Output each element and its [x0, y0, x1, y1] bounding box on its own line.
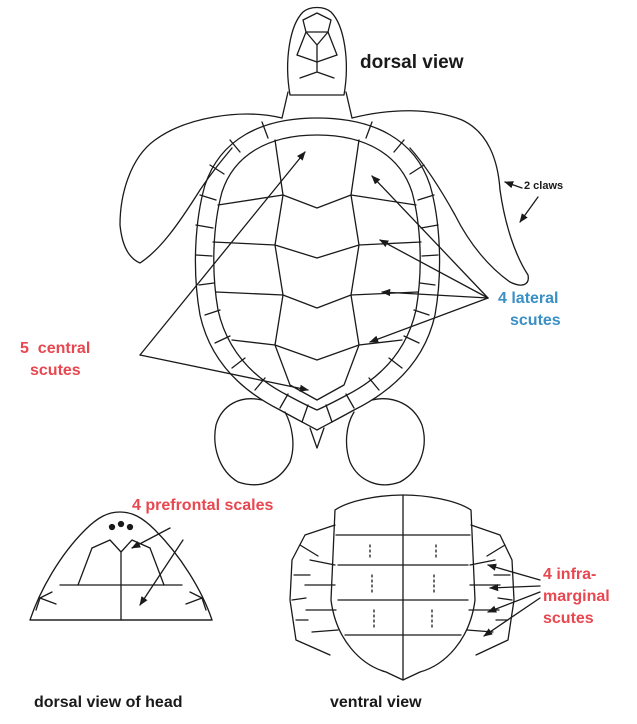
claws-label: 2 claws: [524, 180, 563, 193]
dorsal-view-label: dorsal view: [360, 52, 464, 74]
inframarginal-label-line1: 4 infra-: [543, 566, 596, 584]
ventral-diagram: [290, 495, 514, 680]
ventral-view-label: ventral view: [330, 694, 422, 712]
prefrontal-scales-label: 4 prefrontal scales: [132, 497, 273, 515]
lateral-scutes-label-line2: scutes: [510, 312, 561, 330]
dorsal-turtle: [120, 8, 528, 485]
inframarginal-label-line2: marginal: [543, 588, 610, 606]
head-diagram: [30, 512, 212, 620]
inframarginal-label-line3: scutes: [543, 610, 594, 628]
carapace-outline: [195, 118, 439, 430]
lateral-scutes-label-line1: 4 lateral: [498, 290, 558, 308]
central-scutes-label-line2: scutes: [30, 362, 81, 380]
left-rear-flipper: [215, 399, 293, 485]
central-scutes-label-line1: 5 central: [20, 340, 90, 358]
left-front-flipper: [120, 114, 282, 263]
dorsal-head-label: dorsal view of head: [34, 694, 182, 712]
right-rear-flipper: [347, 399, 425, 485]
